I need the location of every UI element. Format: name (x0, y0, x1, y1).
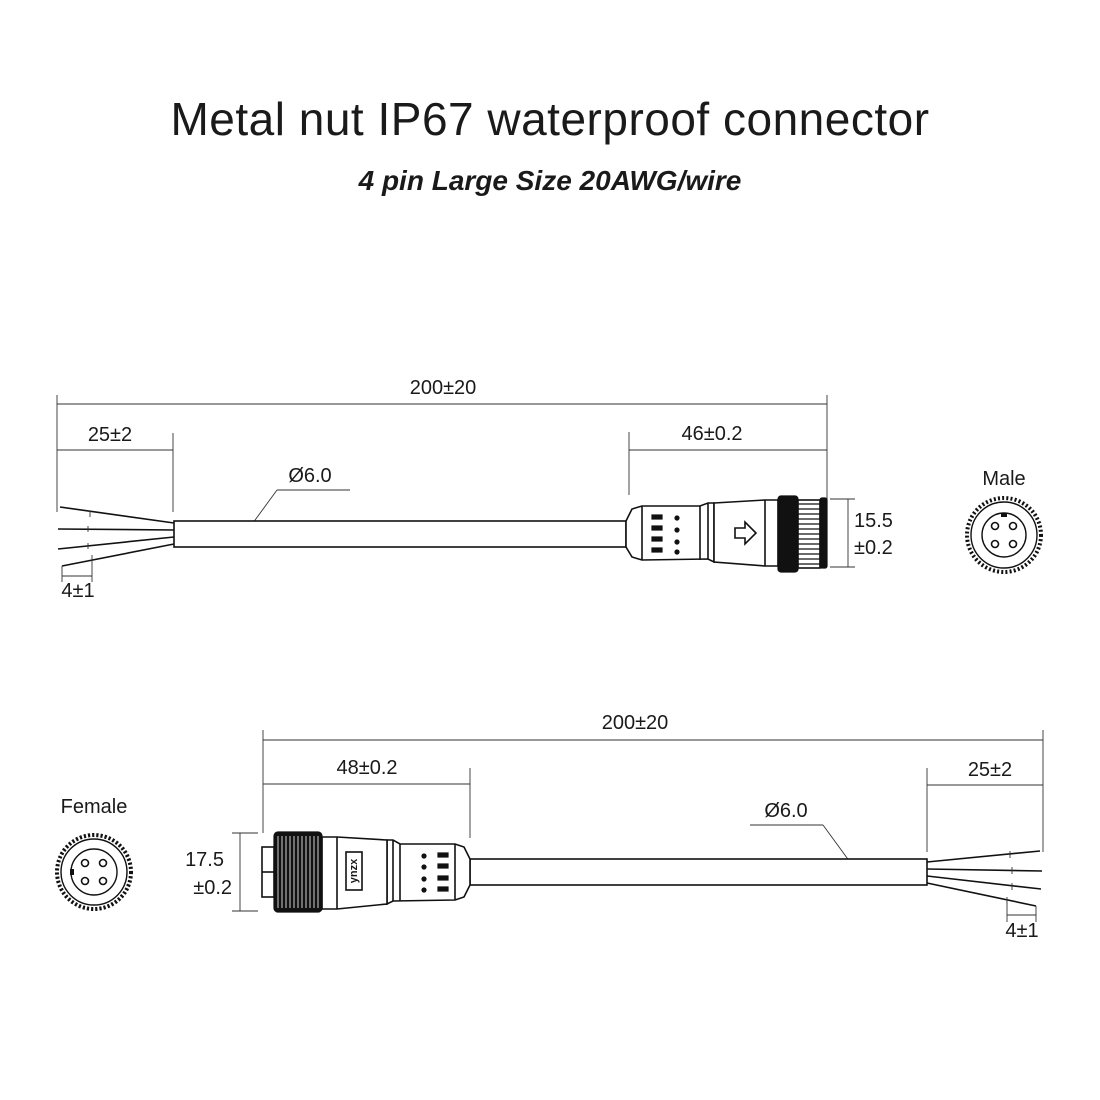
diagram-title: Metal nut IP67 waterproof connector (170, 93, 930, 145)
male-wire-strip-dimension: 4±1 (61, 560, 95, 602)
male-connector-length-label: 46±0.2 (681, 423, 742, 445)
female-connector-diameter-dimension: 17.5 ±0.2 (185, 832, 258, 912)
female-strip-dimension: 25±2 (926, 759, 1043, 852)
female-wires (926, 850, 1043, 907)
diagram-subtitle: 4 pin Large Size 20AWG/wire (358, 165, 742, 196)
male-end-view: Male (965, 468, 1043, 574)
male-overall-length-label: 200±20 (410, 377, 477, 399)
male-cable-diameter-callout: Ø6.0 (249, 465, 350, 528)
male-strip-length-label: 25±2 (88, 424, 132, 446)
female-end-view: Female (55, 796, 133, 911)
male-wire-strip-label: 4±1 (61, 580, 94, 602)
female-connector-diameter-tolerance: ±0.2 (193, 877, 232, 899)
male-cable-assembly: 200±20 25±2 46±0.2 Ø6.0 (56, 377, 893, 602)
male-connector-diameter-dimension: 15.5 ±0.2 (830, 498, 893, 568)
female-cable-jacket (469, 858, 928, 886)
male-strip-dimension: 25±2 (57, 424, 174, 512)
male-connector-diameter-tolerance: ±0.2 (854, 537, 893, 559)
male-wires (57, 506, 175, 567)
brand-mark: ynzx (348, 858, 360, 883)
female-connector-diameter-value: 17.5 (185, 849, 224, 871)
male-cable-diameter-label: Ø6.0 (288, 465, 331, 487)
male-cable-jacket (173, 520, 627, 548)
male-overall-dimension: 200±20 (56, 377, 828, 512)
female-wire-strip-dimension: 4±1 (1005, 903, 1039, 942)
male-connector-dimension: 46±0.2 (628, 423, 827, 495)
female-cable-diameter-callout: Ø6.0 (750, 800, 851, 863)
female-overmold (386, 839, 471, 906)
female-overall-length-label: 200±20 (602, 712, 669, 734)
female-overall-dimension: 200±20 (262, 712, 1044, 852)
male-overmold (625, 502, 715, 564)
male-connector-diameter-value: 15.5 (854, 510, 893, 532)
female-strip-length-label: 25±2 (968, 759, 1012, 781)
female-cable-assembly: 200±20 48±0.2 25±2 Ø6.0 (185, 712, 1044, 942)
female-label: Female (61, 796, 128, 818)
female-wire-strip-label: 4±1 (1005, 920, 1038, 942)
arrow-marker-icon (734, 520, 758, 546)
male-connector-body (713, 499, 779, 567)
male-threaded-coupling (777, 495, 828, 573)
male-label: Male (982, 468, 1025, 490)
female-knurled-nut (261, 831, 323, 913)
female-connector-dimension: 48±0.2 (263, 757, 471, 838)
female-connector-length-label: 48±0.2 (336, 757, 397, 779)
female-connector-body: ynzx (321, 836, 388, 910)
female-cable-diameter-label: Ø6.0 (764, 800, 807, 822)
